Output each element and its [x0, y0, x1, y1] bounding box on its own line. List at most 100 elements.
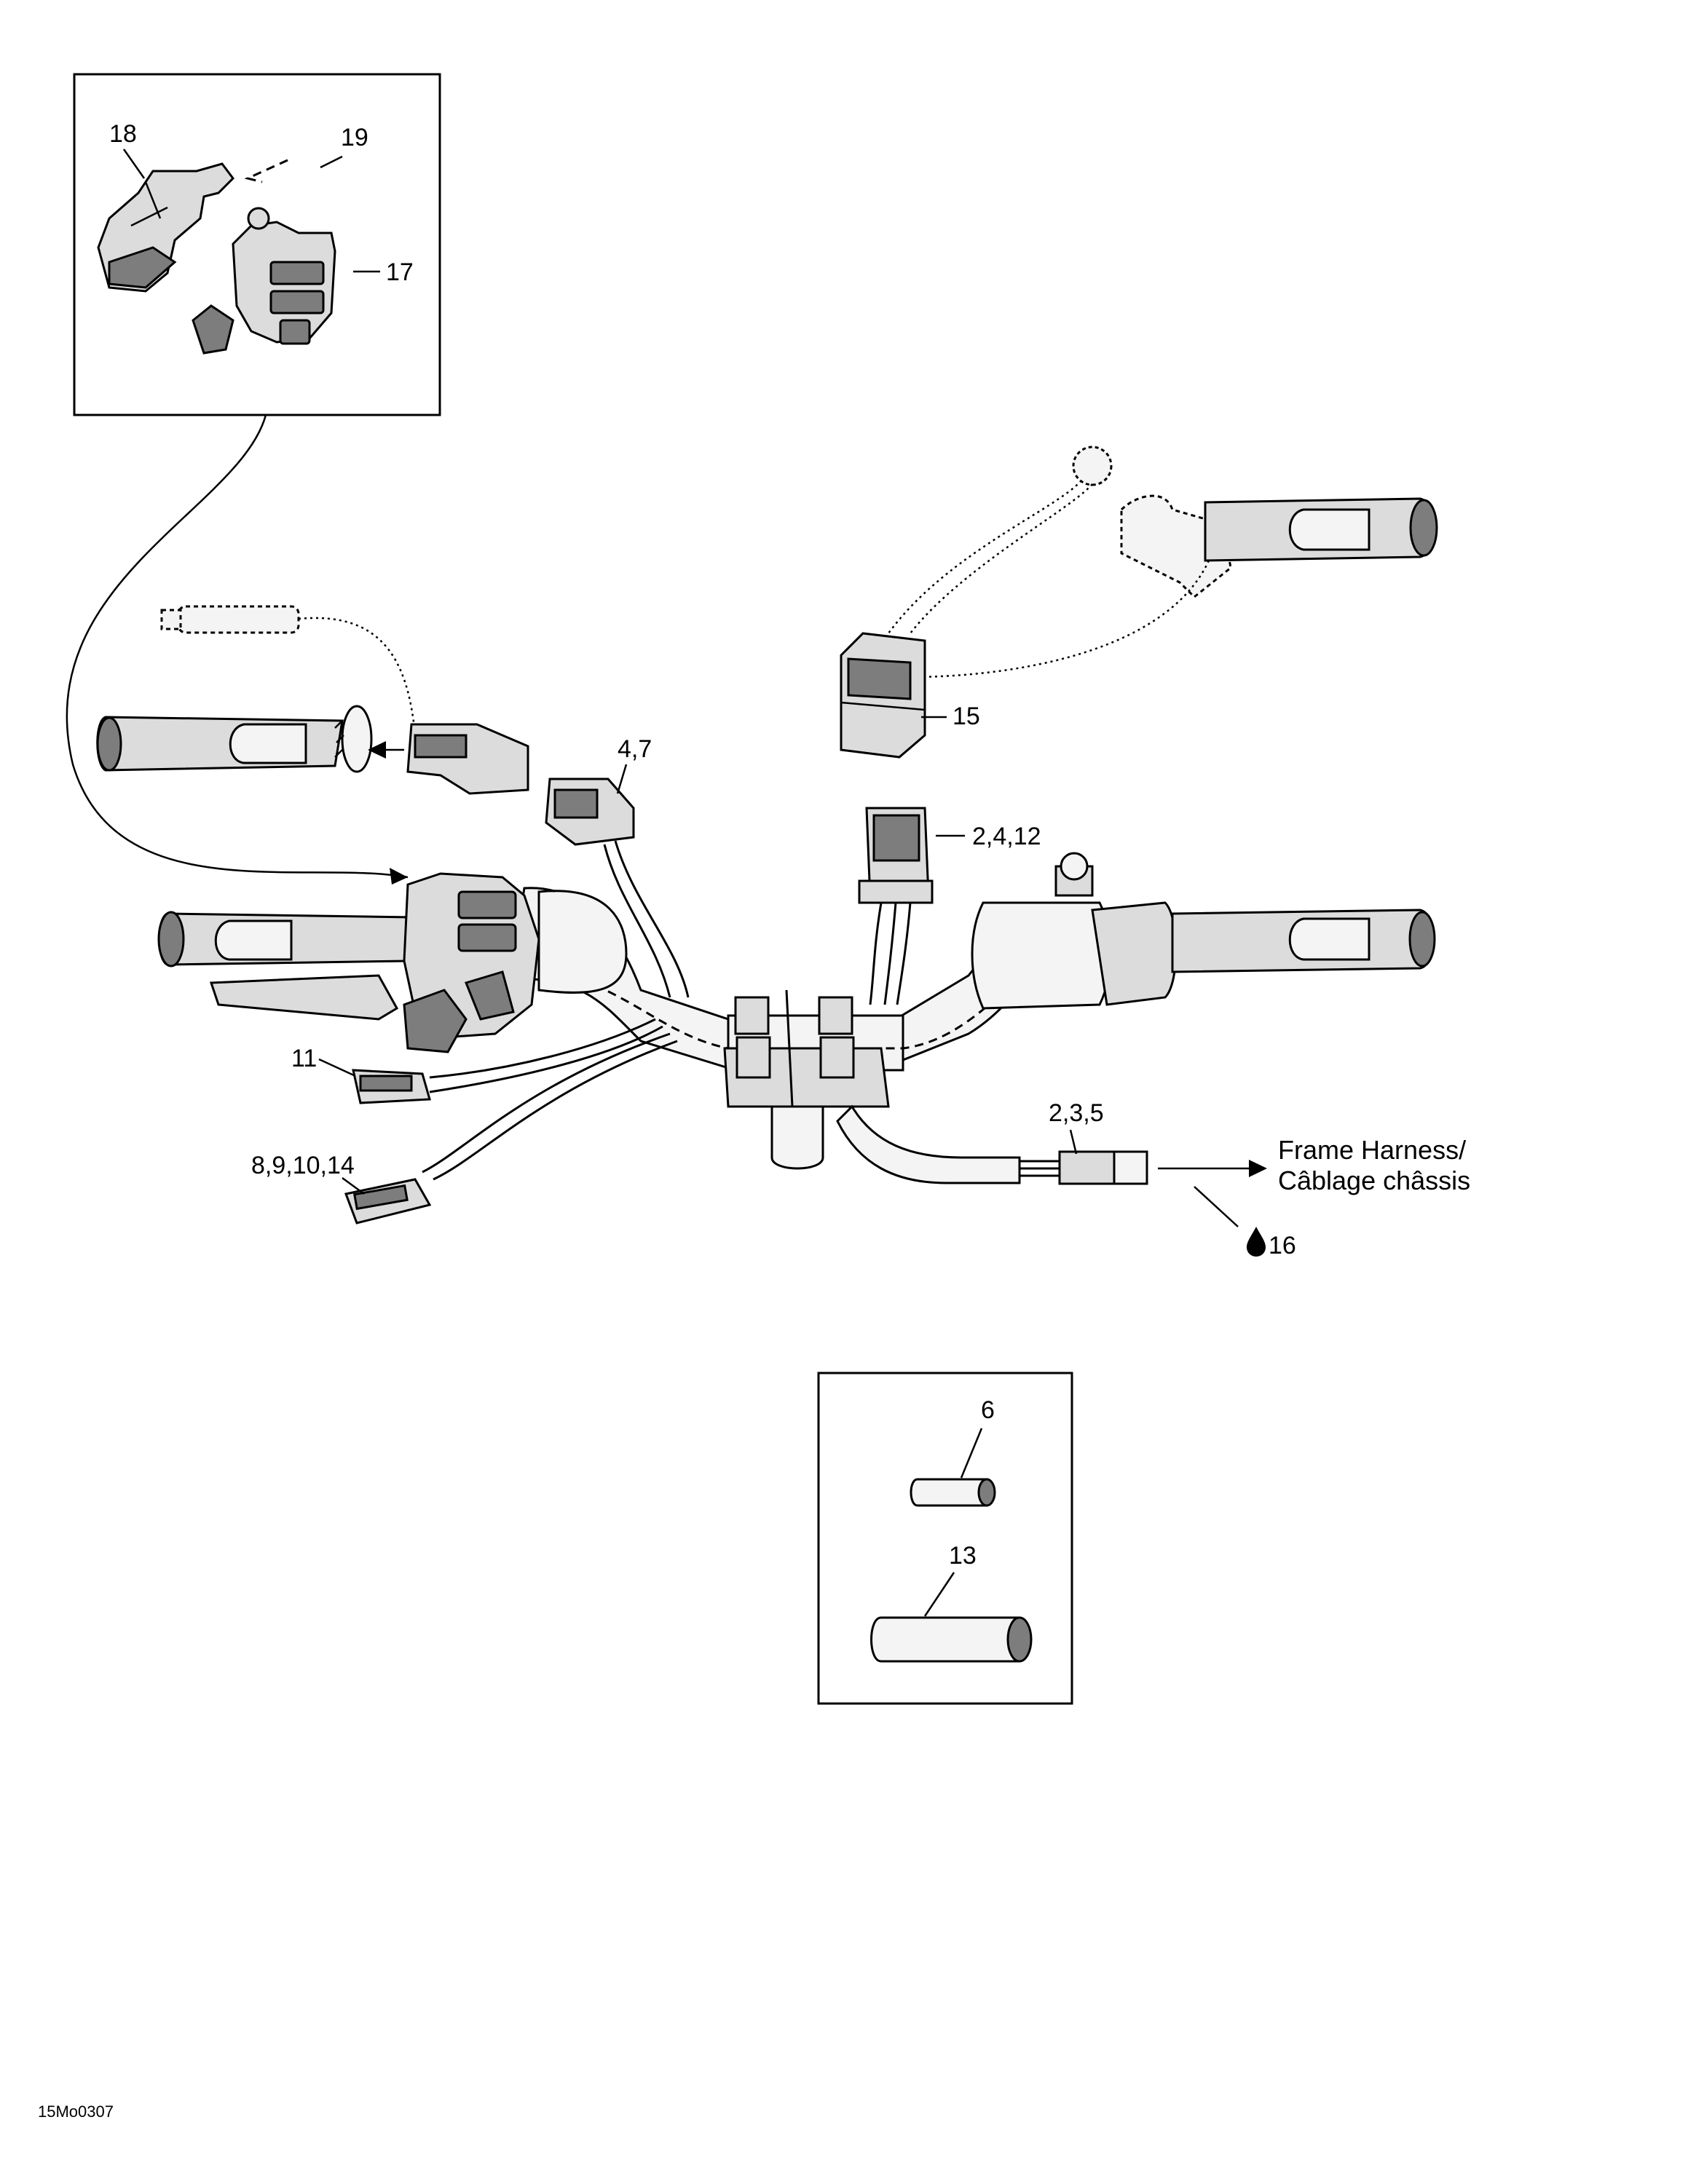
left-switch-button-lower	[457, 923, 517, 952]
screw-19-path	[244, 159, 288, 183]
tube-6-end	[977, 1478, 996, 1507]
tube-13-end	[1006, 1616, 1033, 1663]
right-grip-heater-assembly: 15	[840, 446, 1438, 759]
inset-tubes: 6 13	[817, 1372, 1073, 1705]
steering-post	[770, 1105, 824, 1170]
connector-2-4-12-wire-a	[869, 902, 883, 1005]
tube-6	[910, 1478, 988, 1507]
switch-button-upper	[269, 261, 325, 285]
callout-17: 17	[386, 258, 414, 286]
connector-2-4-12-collar	[858, 879, 934, 904]
left-harness-connectors: 11 8,9,10,14	[251, 1018, 678, 1224]
leader-6	[960, 1428, 983, 1479]
connector-15-pins	[847, 657, 912, 700]
harness-wire-8-a	[422, 1032, 671, 1174]
thumb-heater-knob	[1072, 446, 1113, 486]
clamp-bolt-upper-left	[734, 996, 770, 1035]
connector-4-7-pins	[553, 788, 599, 819]
connector-arrow-head	[368, 741, 386, 759]
connector-2-4-12: 2,4,12	[858, 807, 1041, 1005]
connector-2-4-12-pins	[872, 814, 920, 862]
left-switch-paddle	[403, 989, 468, 1053]
callout-16: 16	[1269, 1232, 1296, 1259]
right-upper-grip-recess	[1288, 508, 1370, 551]
left-lower-grip-end	[157, 911, 185, 968]
inset-frame	[73, 73, 441, 416]
callout-2-3-5: 2,3,5	[1049, 1099, 1104, 1127]
right-lower-grip-end	[1408, 911, 1436, 968]
callout-2-4-12: 2,4,12	[972, 823, 1041, 850]
housing-half-18-edges	[130, 181, 168, 227]
connector-2-3-5-body	[1058, 1150, 1116, 1185]
callout-4-7: 4,7	[618, 735, 652, 763]
main-harness-sleeve	[836, 1104, 1021, 1184]
throttle-housing	[971, 901, 1112, 1010]
left-lower-grip-recess	[214, 919, 293, 961]
main-harness-connector: 2,3,5 Frame Harness/ Câblage châssis 16	[836, 1099, 1470, 1259]
housing-half-18-detail	[108, 246, 177, 289]
harness-wire-11-a	[429, 1018, 656, 1079]
callout-6: 6	[981, 1396, 995, 1424]
callout-8-9-10-14: 8,9,10,14	[251, 1152, 355, 1179]
connector-4-7-wire-a	[603, 844, 671, 998]
throttle-lever	[1091, 901, 1178, 1006]
leader-13	[923, 1572, 955, 1617]
connector-4-7-wire-b	[614, 840, 690, 998]
inset-switch-housing: 18 19 17	[73, 73, 441, 416]
tube-13	[870, 1616, 1021, 1663]
oil-drop-icon	[1247, 1227, 1266, 1257]
drawing-code: 15Mo0307	[38, 2102, 114, 2121]
right-heater-wire-c	[910, 560, 1210, 678]
right-throttle-assembly	[971, 852, 1436, 1010]
inset-tubes-frame	[817, 1372, 1073, 1705]
callout-19: 19	[341, 124, 368, 151]
connector-2-3-5-mate	[1113, 1150, 1148, 1185]
switch-connector	[279, 319, 311, 345]
heater-element-tip	[160, 609, 182, 630]
connector-4-7: 4,7	[545, 735, 690, 998]
switch-knob	[247, 207, 270, 230]
callout-13: 13	[949, 1542, 977, 1570]
grip-heater-connector-pins	[414, 734, 468, 759]
brake-lever	[209, 974, 399, 1021]
left-upper-grip-end	[96, 716, 122, 772]
destination-line1: Frame Harness/	[1278, 1135, 1466, 1165]
right-upper-grip-end	[1409, 499, 1438, 557]
frame-harness-arrow-head	[1249, 1160, 1267, 1177]
inset-leader-line	[66, 414, 409, 879]
connector-2-4-12-wire-b	[883, 902, 897, 1005]
left-switch-plug	[464, 970, 515, 1021]
right-heater-wire-a	[910, 483, 1093, 634]
left-switch-button-upper	[457, 890, 517, 919]
callout-15: 15	[953, 703, 980, 730]
heater-element	[177, 605, 300, 634]
switch-button-lower	[269, 290, 325, 314]
screw-19	[320, 155, 343, 169]
throttle-heater-knob-top	[1060, 852, 1089, 881]
leader-18	[122, 149, 146, 179]
main-harness-wires	[1019, 1160, 1063, 1177]
right-lower-grip-recess	[1288, 917, 1370, 961]
left-switch-rear-sleeve	[537, 890, 628, 994]
callout-11: 11	[291, 1045, 317, 1072]
left-upper-grip-flange	[341, 705, 373, 773]
leader-4-7	[616, 764, 628, 794]
leader-11	[318, 1058, 356, 1077]
connector-11-pins	[359, 1075, 413, 1092]
right-heater-wire-b	[887, 480, 1082, 634]
left-upper-grip-recess	[229, 723, 307, 764]
left-switch-assembly	[157, 872, 628, 1053]
leader-2-3-5	[1069, 1129, 1078, 1155]
harness-wire-8-b	[433, 1040, 678, 1181]
connector-8-9-10-14-pins	[353, 1184, 409, 1211]
left-grip-heater-assembly	[96, 605, 529, 795]
callout-18: 18	[109, 120, 137, 148]
clamp-bolt-upper-right	[818, 996, 853, 1035]
leader-16	[1194, 1186, 1239, 1227]
connector-2-4-12-wire-c	[896, 902, 912, 1005]
inset-leader-arrowhead	[390, 868, 408, 885]
switch-paddle	[192, 304, 234, 355]
clamp-bolt-lower-right	[819, 1036, 855, 1079]
clamp-bolt-lower-left	[735, 1036, 771, 1079]
